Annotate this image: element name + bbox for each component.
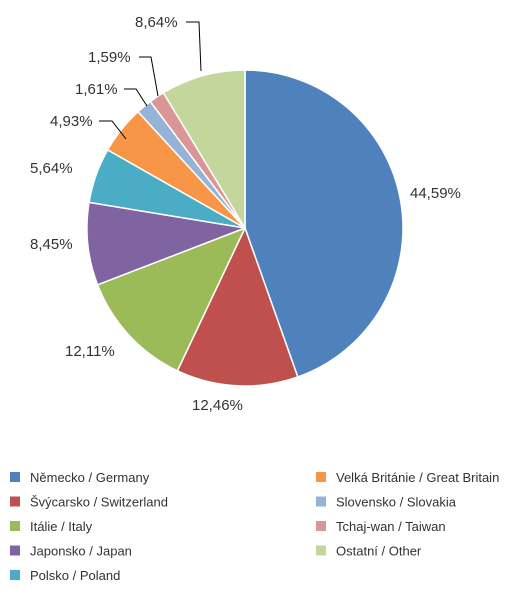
pie-slice-switzerland <box>176 227 299 387</box>
pie-slice-other <box>162 69 246 229</box>
legend-label-slovakia: Slovensko / Slovakia <box>336 495 457 510</box>
leader-line-great-britain <box>99 120 127 140</box>
legend-item-poland: Polsko / Poland <box>10 568 120 583</box>
legend-swatch-switzerland <box>10 496 20 507</box>
legend-swatch-great-britain <box>316 472 326 482</box>
pie-slice-italy <box>96 227 246 372</box>
legend-label-germany: Německo / Germany <box>30 470 150 485</box>
data-label-japan: 8,45% <box>30 236 73 253</box>
data-label-poland: 5,64% <box>30 160 73 177</box>
legend-item-switzerland: Švýcarsko / Switzerland <box>10 495 168 510</box>
legend-label-italy: Itálie / Italy <box>30 519 93 534</box>
legend-label-switzerland: Švýcarsko / Switzerland <box>30 495 168 510</box>
legend-label-taiwan: Tchaj-wan / Taiwan <box>336 519 446 534</box>
leader-lines <box>99 21 202 140</box>
pie-slice-japan <box>86 201 246 286</box>
legend-label-japan: Japonsko / Japan <box>30 544 132 559</box>
legend-label-great-britain: Velká Británie / Great Britain <box>336 470 499 485</box>
data-label-slovakia: 1,61% <box>75 81 118 98</box>
legend-swatch-germany <box>10 472 20 482</box>
leader-line-slovakia <box>124 88 148 107</box>
pie-slices <box>86 69 404 387</box>
legend-swatch-other <box>316 545 326 556</box>
legend-item-slovakia: Slovensko / Slovakia <box>316 495 457 510</box>
data-label-other: 8,64% <box>135 14 178 31</box>
legend-swatch-poland <box>10 570 20 580</box>
legend-label-other: Ostatní / Other <box>336 544 422 559</box>
legend-swatch-slovakia <box>316 496 326 507</box>
legend-swatch-japan <box>10 545 20 556</box>
data-labels: 44,59% 12,46% 12,11% 8,45% 5,64% 4,93% 1,61% 1,… <box>30 14 461 414</box>
legend-item-taiwan: Tchaj-wan / Taiwan <box>316 519 446 534</box>
data-label-italy: 12,11% <box>65 343 115 360</box>
pie-slice-germany <box>244 69 404 378</box>
leader-line-other <box>186 21 202 72</box>
legend-item-japan: Japonsko / Japan <box>10 544 132 559</box>
data-label-great-britain: 4,93% <box>50 113 93 130</box>
data-label-taiwan: 1,59% <box>88 49 131 66</box>
legend-item-other: Ostatní / Other <box>316 544 422 559</box>
legend-item-great-britain: Velká Británie / Great Britain <box>316 470 499 485</box>
data-label-switzerland: 12,46% <box>192 397 243 414</box>
data-label-germany: 44,59% <box>410 185 461 202</box>
legend-label-poland: Polsko / Poland <box>30 568 120 583</box>
legend-swatch-taiwan <box>316 521 326 531</box>
leader-line-taiwan <box>139 56 159 97</box>
legend-swatch-italy <box>10 521 20 531</box>
legend-item-germany: Německo / Germany <box>10 470 150 485</box>
legend-item-italy: Itálie / Italy <box>10 519 93 534</box>
